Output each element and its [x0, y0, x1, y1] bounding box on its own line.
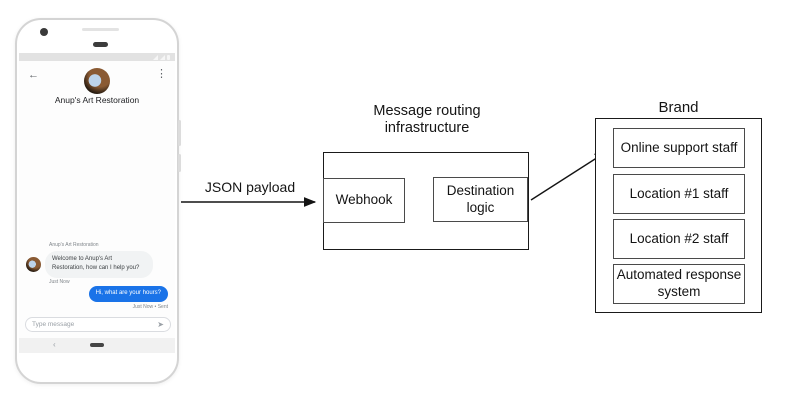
- volume-button: [178, 120, 181, 146]
- incoming-timestamp: Just Now: [49, 279, 70, 285]
- location-2-staff-box: Location #2 staff: [613, 219, 745, 259]
- phone-mockup: ← ⋮ Anup's Art Restoration Anup's Art Re…: [15, 18, 181, 384]
- front-camera-icon: [40, 28, 48, 36]
- business-avatar: [84, 68, 110, 94]
- incoming-message-bubble: Welcome to Anup's Art Restoration, how c…: [45, 251, 153, 278]
- message-input-placeholder: Type message: [32, 321, 75, 328]
- overflow-menu-icon[interactable]: ⋮: [156, 68, 167, 80]
- phone-screen: ← ⋮ Anup's Art Restoration Anup's Art Re…: [19, 53, 175, 353]
- signal-icon: [153, 55, 158, 60]
- routing-title: Message routing infrastructure: [373, 103, 481, 136]
- message-input[interactable]: Type message ➤: [25, 317, 171, 332]
- battery-icon: [167, 55, 170, 60]
- nav-back-icon[interactable]: ‹: [53, 340, 56, 349]
- message-avatar: [26, 257, 41, 272]
- outgoing-message-bubble: Hi, what are your hours?: [88, 286, 168, 302]
- destination-logic-box: Destination logic: [433, 177, 528, 222]
- online-support-staff-box: Online support staff: [613, 128, 745, 168]
- json-payload-label: JSON payload: [204, 179, 296, 195]
- earpiece: [93, 42, 108, 47]
- brand-title: Brand: [658, 99, 699, 116]
- back-arrow-icon[interactable]: ←: [28, 69, 39, 81]
- status-bar: [19, 53, 175, 61]
- speaker-grille: [82, 28, 119, 31]
- nav-home-icon[interactable]: [90, 343, 104, 347]
- sender-label: Anup's Art Restoration: [49, 242, 99, 248]
- business-name: Anup's Art Restoration: [54, 95, 140, 105]
- send-icon[interactable]: ➤: [157, 319, 164, 329]
- automated-response-system-box: Automated response system: [613, 264, 745, 304]
- outgoing-timestamp: Just Now • Sent: [132, 304, 168, 310]
- webhook-box: Webhook: [323, 178, 405, 223]
- location-1-staff-box: Location #1 staff: [613, 174, 745, 214]
- android-nav-bar: ‹: [19, 338, 175, 353]
- wifi-icon: [160, 55, 165, 60]
- power-button: [178, 154, 181, 172]
